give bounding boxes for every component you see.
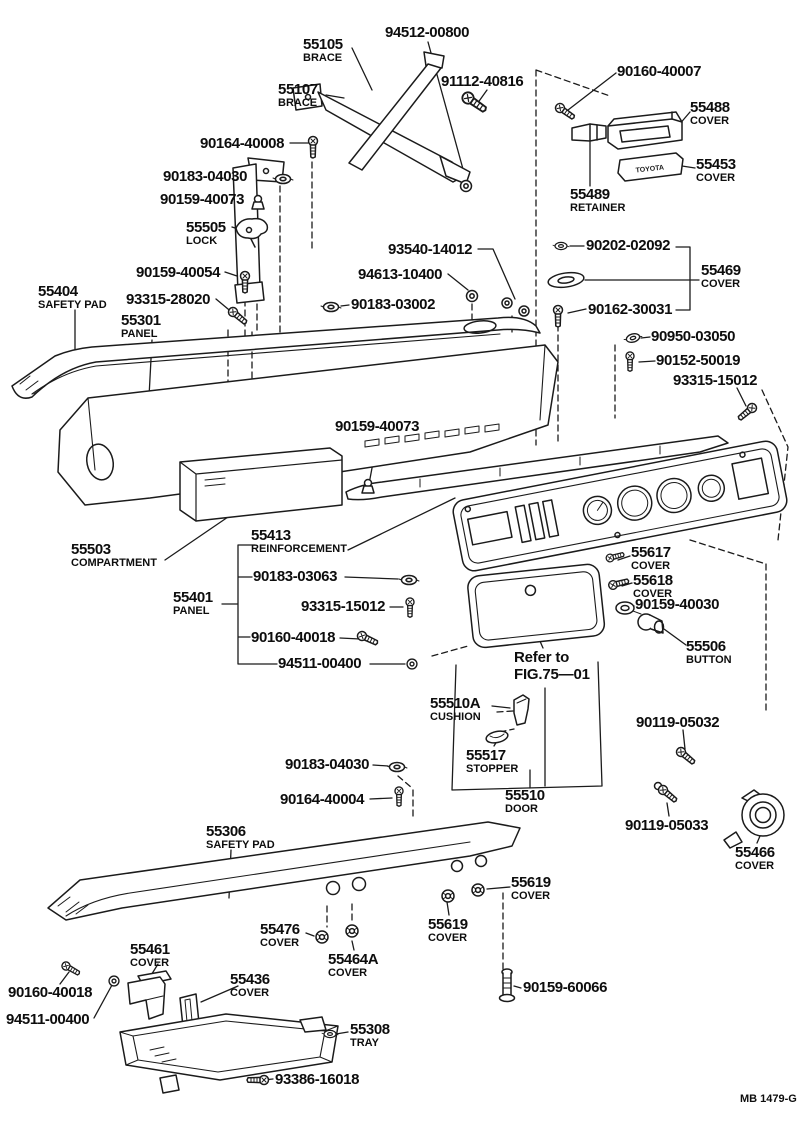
part-label-94511-00400-center: 94511-00400 [278, 655, 362, 672]
cover-55461-drawing [127, 970, 172, 1020]
part-label-90162-30031: 90162-30031 [588, 301, 673, 318]
part-label-93315-15012-center: 93315-15012 [301, 598, 386, 615]
part-label-90160-40018-center: 90160-40018 [251, 629, 336, 646]
part-label-90159-40073-upper: 90159-40073 [160, 191, 245, 208]
compartment-55503-drawing [179, 447, 343, 522]
part-label-94613-10400: 94613-10400 [358, 266, 443, 283]
refer-note-line1: Refer to [514, 649, 570, 666]
lock-55505-drawing [235, 217, 269, 248]
part-label-91112-40816: 91112-40816 [441, 73, 524, 90]
part-label-90183-04030-upper: 90183-04030 [163, 168, 248, 185]
part-label-90183-03063: 90183-03063 [253, 568, 338, 585]
retainer-55489-drawing [571, 123, 607, 142]
leader-lines [59, 41, 761, 1081]
refer-note: Refer to FIG.75—01 [514, 649, 590, 683]
toyota-plate-text: TOYOTA [635, 165, 664, 175]
cluster-panel-drawing [452, 440, 788, 572]
safety-pad-55306-drawing [47, 821, 521, 921]
part-label-94511-00400-bottom: 94511-00400 [6, 1011, 90, 1028]
part-label-93540-14012: 93540-14012 [388, 241, 473, 258]
safety-pad-55404-drawing [11, 316, 541, 399]
cover-55488-drawing [607, 111, 683, 150]
part-label-90202-02092: 90202-02092 [586, 237, 671, 254]
part-label-94512-00800: 94512-00800 [385, 24, 470, 41]
button-55506-drawing [637, 613, 665, 634]
washer-93540-drawing [501, 297, 530, 317]
brace-55105-drawing [292, 83, 471, 185]
part-label-90159-40054: 90159-40054 [136, 264, 221, 281]
part-label-90950-03050: 90950-03050 [651, 328, 736, 345]
part-label-90160-40007: 90160-40007 [617, 63, 702, 80]
brace-cross-drawing [348, 51, 445, 171]
part-label-90119-05033: 90119-05033 [625, 817, 709, 834]
part-label-93386-16018: 93386-16018 [275, 1071, 360, 1088]
cushion-55510A-drawing [513, 694, 530, 726]
cover-55453-drawing: TOYOTA [617, 152, 684, 182]
reinforcement-55413-drawing [345, 435, 729, 501]
screw-90119-05033-drawing [653, 781, 680, 806]
stopper-55517-drawing [485, 730, 509, 744]
part-label-90159-60066: 90159-60066 [523, 979, 608, 996]
door-region-outline [451, 661, 603, 791]
part-label-90159-40030: 90159-40030 [635, 596, 720, 613]
part-label-90160-40018-bottom: 90160-40018 [8, 984, 93, 1001]
bolt-90159-60066-drawing [498, 968, 516, 1003]
part-label-90159-40073-center: 90159-40073 [335, 418, 420, 435]
part-label-90164-40004: 90164-40004 [280, 791, 365, 808]
part-label-93315-28020: 93315-28020 [126, 291, 211, 308]
cover-55466-drawing [723, 789, 785, 849]
cover-55469-drawing [547, 271, 585, 289]
part-label-90119-05032: 90119-05032 [636, 714, 720, 731]
refer-note-line2: FIG.75—01 [514, 665, 590, 683]
part-label-90164-40008: 90164-40008 [200, 135, 285, 152]
part-label-90183-03002: 90183-03002 [351, 296, 436, 313]
tray-55308-drawing [119, 1013, 339, 1094]
part-label-90183-04030-lower: 90183-04030 [285, 756, 370, 773]
door-55510-drawing [467, 563, 606, 649]
part-label-93315-15012-right: 93315-15012 [673, 372, 758, 389]
figure-code: MB 1479-G [740, 1093, 797, 1105]
part-label-90152-50019: 90152-50019 [656, 352, 741, 369]
clip-90159-40030-drawing [615, 601, 642, 615]
dashed-guides [227, 69, 789, 973]
